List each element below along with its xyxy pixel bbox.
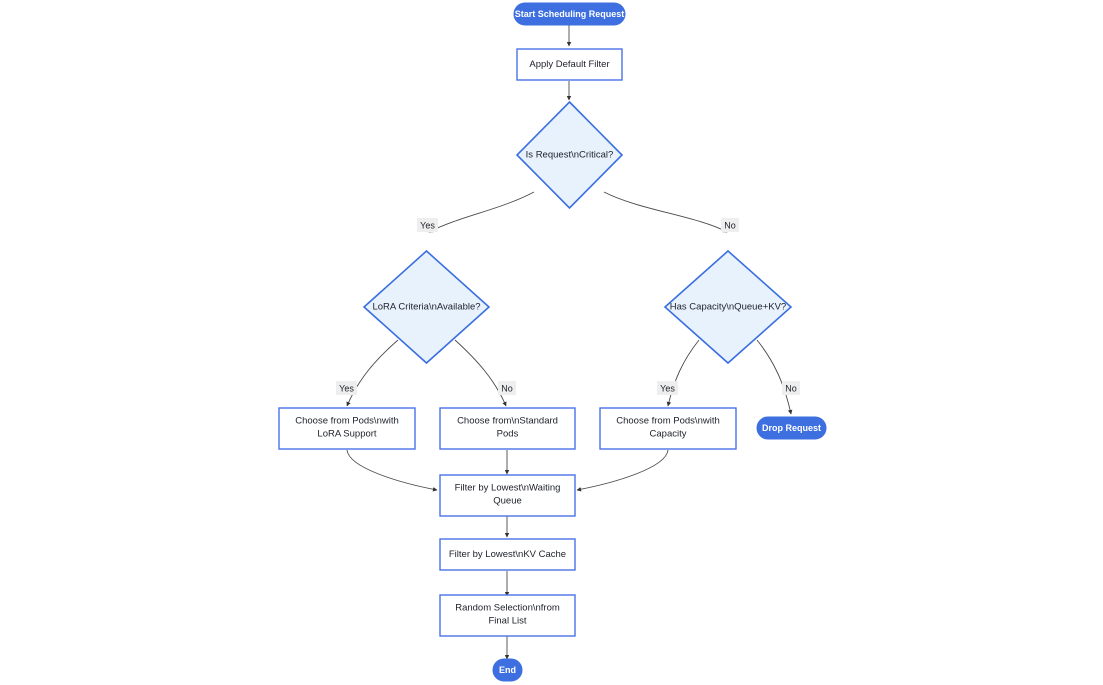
node-end-shape[interactable] — [492, 658, 523, 682]
node-filter-kv-cache-shape[interactable] — [439, 538, 576, 571]
edge-capacity-to-drop-request — [756, 339, 793, 415]
node-apply-default-filter-shape[interactable] — [516, 48, 623, 81]
node-random-selection-label-line1: Random Selection\nfrom — [455, 603, 560, 614]
node-choose-standard-pods-shape[interactable] — [439, 407, 576, 450]
edges-layer — [346, 25, 793, 660]
node-choose-pods-capacity-label-line1: Choose from Pods\nwith — [616, 416, 720, 427]
node-lora-criteria-available[interactable]: LoRA Criteria\nAvailable? — [362, 249, 491, 365]
node-is-request-critical[interactable]: Is Request\nCritical? — [515, 100, 624, 210]
node-random-selection-shape[interactable] — [439, 594, 576, 637]
edge-label-critical-no: No — [724, 220, 736, 230]
node-random-selection-label-line2: Final List — [488, 616, 526, 627]
node-choose-standard-pods-label-line2: Pods — [497, 429, 519, 440]
node-drop-request-label: Drop Request — [762, 423, 821, 433]
node-filter-waiting-queue-label-line2: Queue — [493, 496, 522, 507]
edge-label-capacity-no: No — [785, 383, 797, 393]
node-choose-pods-lora-support-label-line1: Choose from Pods\nwith — [295, 416, 399, 427]
edge-is-critical-to-capacity — [603, 191, 728, 233]
edge-lora-to-pods-standard — [454, 339, 507, 407]
node-choose-pods-capacity[interactable]: Choose from Pods\nwith Capacity — [599, 407, 737, 450]
node-filter-kv-cache[interactable]: Filter by Lowest\nKV Cache — [439, 538, 576, 571]
node-has-capacity-label: Has Capacity\nQueue+KV? — [670, 302, 786, 313]
node-is-request-critical-label: Is Request\nCritical? — [526, 150, 614, 161]
node-end[interactable]: End — [492, 658, 523, 682]
node-choose-pods-lora-support-shape[interactable] — [278, 407, 416, 450]
nodes-layer: Start Scheduling Request Apply Default F… — [278, 2, 827, 682]
node-choose-pods-lora-support[interactable]: Choose from Pods\nwith LoRA Support — [278, 407, 416, 450]
edge-capacity-to-pods-capacity — [666, 339, 700, 407]
edge-pods-capacity-to-filter-queue — [576, 449, 669, 492]
node-drop-request[interactable]: Drop Request — [756, 416, 827, 440]
node-apply-default-filter[interactable]: Apply Default Filter — [516, 48, 623, 81]
node-start[interactable]: Start Scheduling Request — [513, 2, 626, 26]
edge-label-lora-no: No — [501, 383, 513, 393]
node-is-request-critical-shape[interactable] — [515, 100, 624, 210]
edge-labels-layer: Yes No Yes No Yes No — [336, 218, 800, 395]
node-filter-waiting-queue[interactable]: Filter by Lowest\nWaiting Queue — [439, 474, 576, 517]
edge-label-bg-capacity-no — [782, 381, 800, 395]
edge-pods-lora-to-filter-queue — [346, 449, 438, 492]
node-start-label: Start Scheduling Request — [515, 9, 625, 19]
node-choose-standard-pods-label-line1: Choose from\nStandard — [457, 416, 558, 427]
node-choose-standard-pods[interactable]: Choose from\nStandard Pods — [439, 407, 576, 450]
node-choose-pods-capacity-label-line2: Capacity — [650, 429, 687, 440]
node-filter-waiting-queue-shape[interactable] — [439, 474, 576, 517]
edge-label-bg-capacity-yes — [657, 381, 678, 395]
node-end-label: End — [499, 665, 516, 675]
node-filter-waiting-queue-label-line1: Filter by Lowest\nWaiting — [455, 483, 561, 494]
edge-label-capacity-yes: Yes — [660, 383, 675, 393]
edge-lora-to-pods-lora — [346, 339, 399, 407]
node-choose-pods-lora-support-label-line2: LoRA Support — [317, 429, 377, 440]
node-has-capacity[interactable]: Has Capacity\nQueue+KV? — [663, 249, 793, 365]
node-start-shape[interactable] — [513, 2, 626, 26]
node-filter-kv-cache-label: Filter by Lowest\nKV Cache — [449, 549, 566, 560]
node-lora-criteria-available-shape[interactable] — [362, 249, 491, 365]
node-drop-request-shape[interactable] — [756, 416, 827, 440]
node-choose-pods-capacity-shape[interactable] — [599, 407, 737, 450]
edge-label-lora-yes: Yes — [339, 383, 354, 393]
edge-label-bg-critical-yes — [417, 218, 438, 232]
node-apply-default-filter-label: Apply Default Filter — [529, 59, 609, 70]
edge-label-bg-critical-no — [721, 218, 739, 232]
edge-label-critical-yes: Yes — [420, 220, 435, 230]
edge-label-bg-lora-no — [498, 381, 516, 395]
node-has-capacity-shape[interactable] — [663, 249, 793, 365]
edge-is-critical-to-lora — [428, 191, 535, 233]
node-lora-criteria-available-label: LoRA Criteria\nAvailable? — [372, 302, 480, 313]
node-random-selection[interactable]: Random Selection\nfrom Final List — [439, 594, 576, 637]
edge-label-bg-lora-yes — [336, 381, 357, 395]
